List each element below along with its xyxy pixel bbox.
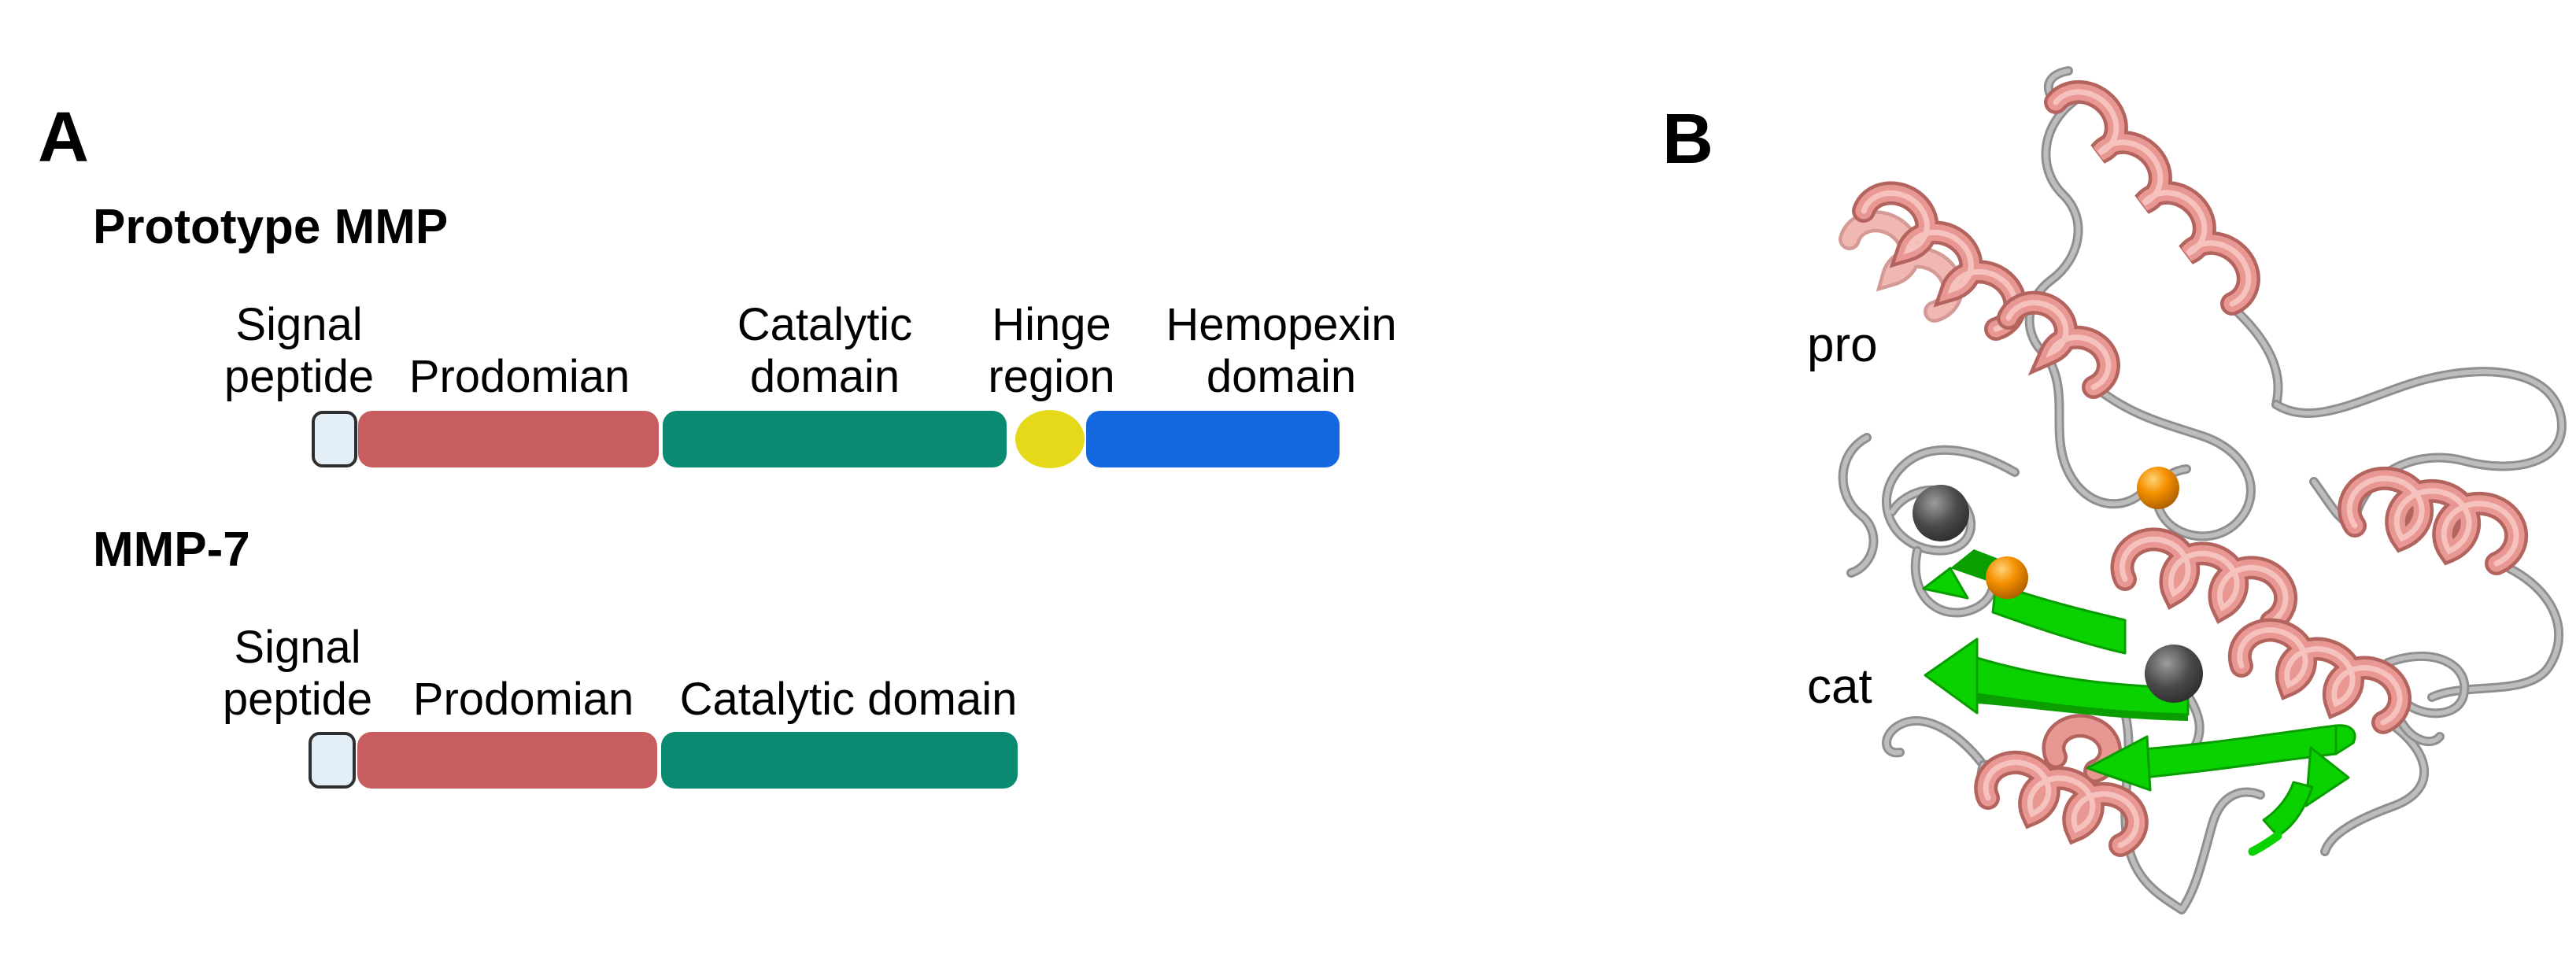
signal-peptide-box-prototype <box>312 411 357 467</box>
signal-peptide-box-mmp7 <box>309 732 356 789</box>
label-signal-peptide-prototype: Signal peptide <box>224 299 375 402</box>
label-prodomain-prototype: Prodomian <box>408 351 630 402</box>
cat-domain-annotation: cat <box>1807 659 1872 714</box>
label-catalytic-domain-mmp7: Catalytic domain <box>679 674 1018 725</box>
zinc-sphere-center <box>2145 645 2203 703</box>
catalytic-domain-box-mmp7 <box>661 732 1018 789</box>
beta-strand-arrows <box>1922 549 2356 856</box>
mmp7-title: MMP-7 <box>93 523 250 577</box>
ion-spheres <box>1913 467 2203 703</box>
zinc-sphere-left <box>1913 485 1969 541</box>
label-catalytic-domain-prototype: Catalytic domain <box>737 299 913 402</box>
hinge-region-ellipse-prototype <box>1015 410 1085 468</box>
panel-b-label: B <box>1662 100 1713 179</box>
label-prodomain-mmp7: Prodomian <box>412 674 634 725</box>
label-signal-peptide-mmp7: Signal peptide <box>222 622 373 725</box>
calcium-sphere-top <box>2137 467 2179 509</box>
pro-domain-annotation: pro <box>1807 318 1878 372</box>
prodomain-box-prototype <box>358 411 659 467</box>
panel-a-label: A <box>38 98 89 177</box>
prototype-mmp-title: Prototype MMP <box>93 200 449 254</box>
calcium-sphere-mid <box>1986 556 2028 599</box>
prodomain-box-mmp7 <box>357 732 657 789</box>
label-hinge-region-prototype: Hinge region <box>988 299 1115 402</box>
catalytic-domain-box-prototype <box>663 411 1007 467</box>
hemopexin-domain-box-prototype <box>1086 411 1340 467</box>
label-hemopexin-domain-prototype: Hemopexin domain <box>1166 299 1397 402</box>
protein-structure-cartoon <box>1613 0 2576 979</box>
